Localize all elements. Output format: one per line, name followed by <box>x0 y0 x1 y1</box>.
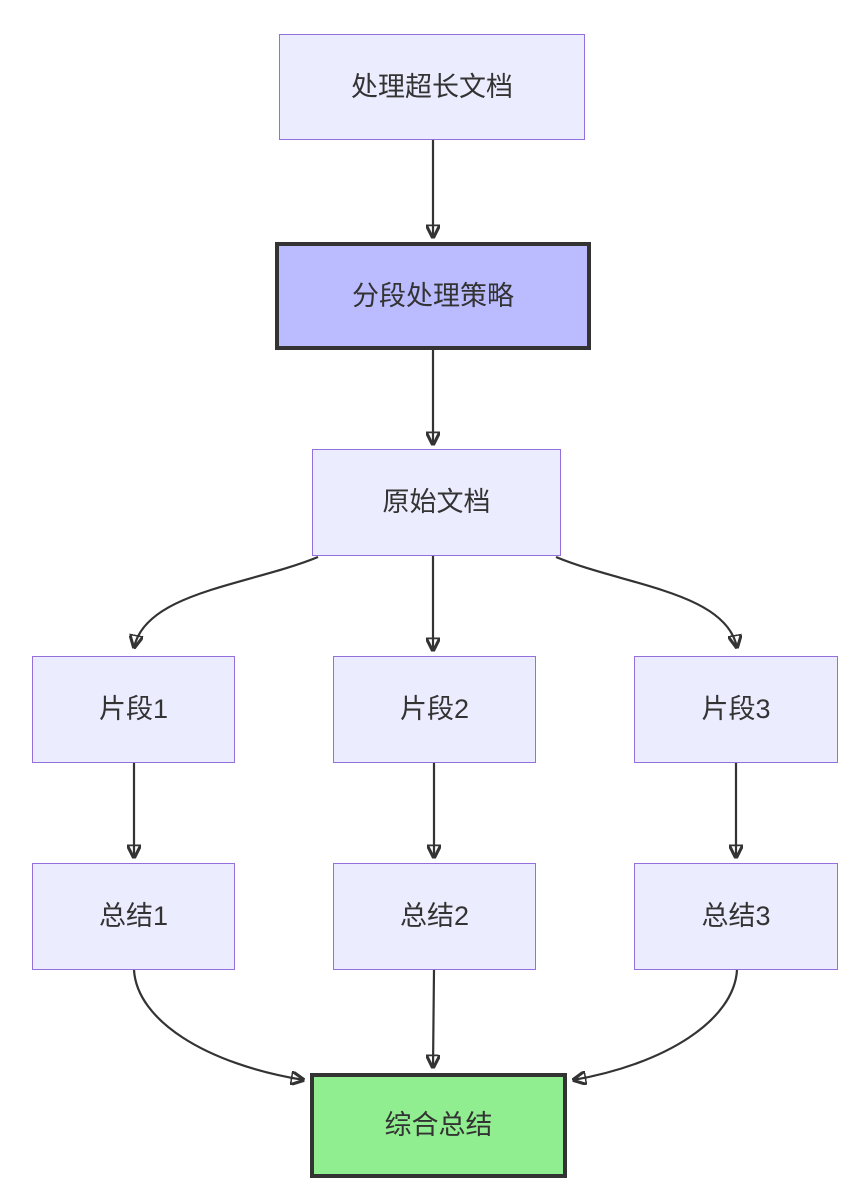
node-combined-summary: 综合总结 <box>310 1073 567 1178</box>
node-label: 片段2 <box>399 694 470 725</box>
node-summary-1: 总结1 <box>32 863 235 970</box>
node-long-document-task: 处理超长文档 <box>279 34 585 140</box>
node-segmentation-strategy: 分段处理策略 <box>275 242 591 350</box>
node-label: 综合总结 <box>384 1110 493 1141</box>
node-fragment-3: 片段3 <box>634 656 838 763</box>
edge-doc-to-fragment1 <box>134 555 319 648</box>
node-summary-3: 总结3 <box>634 863 838 970</box>
node-label: 原始文档 <box>382 487 491 518</box>
node-label: 总结2 <box>399 901 470 932</box>
node-fragment-2: 片段2 <box>333 656 536 763</box>
node-label: 总结3 <box>701 901 771 932</box>
node-label: 总结1 <box>98 901 169 932</box>
edge-summary2-to-final <box>433 969 434 1068</box>
node-label: 处理超长文档 <box>351 71 513 102</box>
edge-summary1-to-final <box>132 969 304 1080</box>
node-summary-2: 总结2 <box>333 863 536 970</box>
node-fragment-1: 片段1 <box>32 656 235 763</box>
edge-summary3-to-final <box>573 969 739 1080</box>
node-label: 分段处理策略 <box>352 280 514 311</box>
node-label: 片段3 <box>701 694 771 725</box>
node-original-document: 原始文档 <box>312 449 561 556</box>
edge-doc-to-fragment3 <box>555 555 737 648</box>
node-label: 片段1 <box>98 694 169 725</box>
